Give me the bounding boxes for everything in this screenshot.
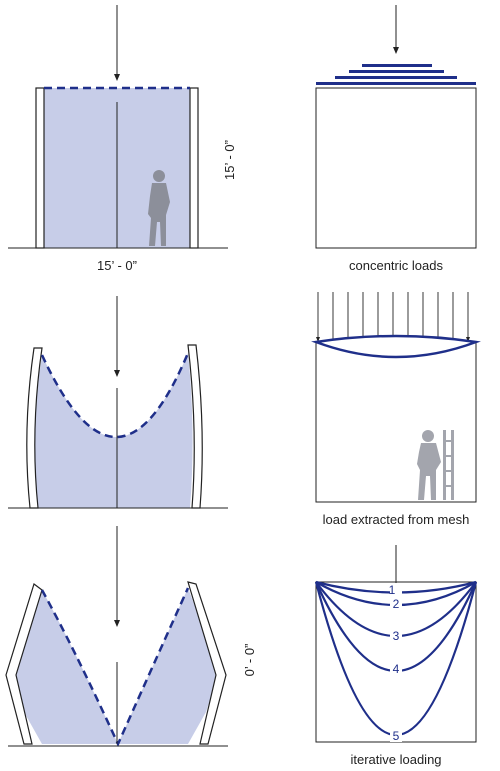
panel-right-bottom: 1 2 3 4 5 iterative loading [314, 545, 478, 767]
caption-concentric: concentric loads [349, 258, 443, 273]
iteration-label-3: 3 [393, 629, 400, 643]
hanging-load-line [40, 587, 190, 748]
concentric-load-bar [362, 64, 432, 67]
concentric-load-bar [335, 76, 457, 79]
caption-iterative: iterative loading [350, 752, 441, 767]
height-dimension: 15’ - 0” [222, 140, 237, 180]
load-arrow-head [114, 370, 120, 377]
iteration-label-2: 2 [393, 597, 400, 611]
load-arrow-head [114, 74, 120, 81]
panel-right-top: concentric loads [315, 5, 477, 273]
height-dimension: 0’ - 0” [242, 644, 257, 677]
concentric-load-bar [349, 70, 444, 73]
panel-left-bottom: 0’ - 0” [5, 526, 257, 748]
hanging-load-line [40, 352, 190, 439]
form-fill [34, 353, 193, 508]
panel-left-middle [8, 296, 228, 509]
right-wall [187, 581, 227, 745]
width-dimension: 15’ - 0” [97, 258, 137, 273]
iteration-label-1: 1 [389, 583, 396, 597]
mesh-load-curve [311, 334, 481, 359]
panel-left-top: 15’ - 0” 15’ - 0” [8, 5, 237, 273]
person-silhouette [148, 170, 170, 246]
load-arrow-head [114, 620, 120, 627]
left-wall [35, 87, 45, 249]
iteration-label-4: 4 [393, 662, 400, 676]
iteration-label-5: 5 [393, 729, 400, 743]
right-wall [189, 87, 199, 249]
container-box [315, 87, 477, 249]
caption-extracted: load extracted from mesh [323, 512, 470, 527]
form-fill [14, 588, 218, 744]
panel-right-middle: load extracted from mesh [311, 292, 481, 527]
load-arrow-head [393, 47, 399, 54]
concentric-load-bar [316, 82, 476, 85]
iteration-labels: 1 2 3 4 5 [389, 583, 402, 743]
person-silhouette [417, 430, 454, 500]
